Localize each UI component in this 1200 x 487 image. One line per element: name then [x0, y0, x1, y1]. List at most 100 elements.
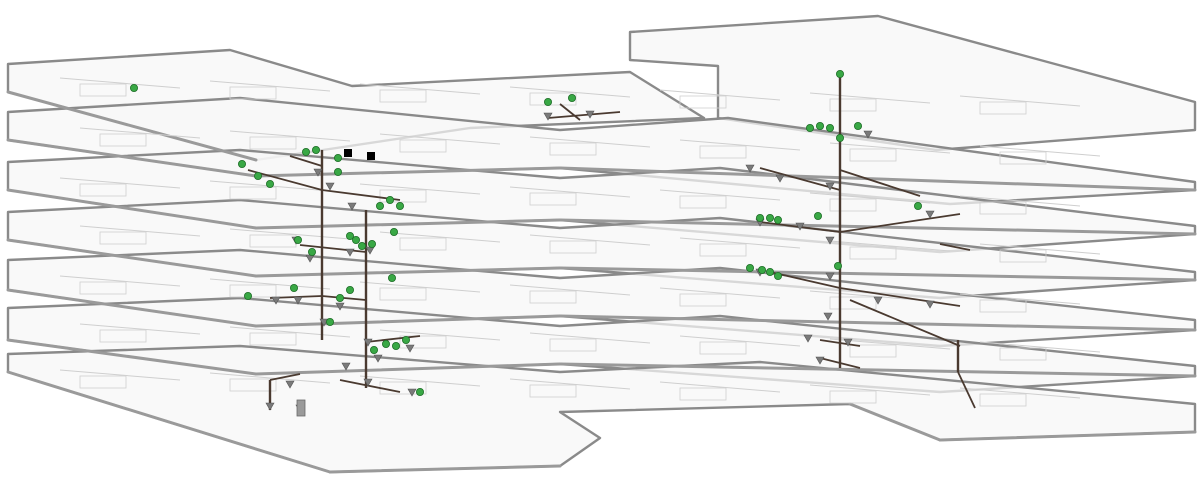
branch-pipe-3 — [289, 155, 323, 167]
slab-edge-11 — [254, 314, 562, 328]
branch-pipe-20 — [939, 243, 971, 251]
branch-pipe-17 — [339, 379, 401, 393]
plan-room — [79, 375, 127, 389]
plan-line — [509, 86, 631, 98]
fixture-stub-icon — [925, 210, 935, 219]
slab-edge-12 — [558, 314, 1197, 332]
branch-pipe-5 — [559, 103, 581, 121]
plan-line — [379, 231, 501, 243]
plan-room — [379, 189, 427, 203]
fixture-stub-icon — [373, 354, 383, 363]
plan-line — [829, 142, 951, 154]
fixture-node-icon — [357, 241, 366, 250]
slab-edge-7 — [6, 188, 258, 230]
fixture-node-icon — [544, 98, 553, 107]
plan-line — [209, 278, 331, 290]
plan-room — [249, 136, 297, 150]
branch-pipe-7 — [839, 169, 921, 197]
plan-line — [229, 130, 351, 142]
plan-line — [79, 323, 201, 335]
plan-room — [79, 281, 127, 295]
fixture-node-icon — [806, 124, 815, 133]
plan-line — [59, 77, 181, 89]
tank-icon — [296, 399, 306, 417]
fixture-node-icon — [568, 94, 577, 103]
fixture-node-icon — [385, 195, 394, 204]
markers — [344, 149, 375, 160]
fixture-stub-icon — [341, 362, 351, 371]
plan-room — [549, 338, 597, 352]
fixture-stub-icon — [873, 296, 883, 305]
plan-room — [529, 92, 577, 106]
plan-line — [529, 136, 651, 148]
fixture-stub-icon — [795, 222, 805, 231]
fixture-node-icon — [301, 147, 310, 156]
plan-line — [959, 195, 1081, 207]
plan-room — [699, 145, 747, 159]
plan-line — [679, 335, 801, 347]
fixture-stub-icon — [405, 344, 415, 353]
slab-edge-19 — [848, 402, 942, 442]
slab-edge-1 — [6, 90, 258, 162]
fixture-node-icon — [345, 285, 354, 294]
fixture-stub-icon — [293, 296, 303, 305]
fixture-node-icon — [836, 70, 845, 79]
fixture-stubs — [265, 110, 935, 417]
plan-line — [979, 145, 1101, 157]
fixture-node-icon — [311, 145, 320, 154]
branch-pipe-15 — [321, 295, 367, 301]
plan-room — [679, 293, 727, 307]
black-square-marker-icon — [367, 152, 375, 160]
plan-room — [829, 296, 877, 310]
fixture-node-icon — [265, 179, 274, 188]
fixture-node-icon — [415, 387, 424, 396]
plan-room — [379, 287, 427, 301]
plan-line — [809, 92, 931, 104]
fixture-node-icon — [375, 201, 384, 210]
fixture-stub-icon — [815, 356, 825, 365]
plan-line — [659, 287, 781, 299]
fixture-stub-icon — [325, 182, 335, 191]
slab-edge-16 — [6, 338, 258, 376]
fixture-node-icon — [351, 235, 360, 244]
fixture-node-icon — [756, 213, 765, 222]
fixture-node-icon — [381, 339, 390, 348]
plan-room — [399, 335, 447, 349]
branch-pipe-21 — [819, 357, 861, 369]
plan-room — [999, 151, 1047, 165]
plan-room — [979, 299, 1027, 313]
plan-line — [79, 225, 201, 237]
plan-room — [999, 347, 1047, 361]
plan-room — [249, 332, 297, 346]
plan-line — [979, 341, 1101, 353]
plan-room — [979, 393, 1027, 407]
plan-room — [399, 139, 447, 153]
fixture-node-icon — [369, 345, 378, 354]
slab-edge-20 — [938, 430, 1197, 442]
plan-line — [359, 375, 481, 387]
branch-pipe-6 — [759, 167, 841, 191]
fixture-node-icon — [325, 317, 334, 326]
plan-room — [679, 195, 727, 209]
slab-edge-15 — [558, 362, 1197, 378]
plan-line — [209, 80, 331, 92]
slab-edge-2 — [254, 166, 562, 178]
plan-line — [509, 186, 631, 198]
fixture-node-icon — [293, 235, 302, 244]
fixture-node-icon — [387, 273, 396, 282]
plan-room — [549, 240, 597, 254]
fixture-node-icon — [774, 271, 783, 280]
fixture-stub-icon — [407, 388, 417, 397]
plan-line — [679, 237, 801, 249]
fixture-node-icon — [395, 201, 404, 210]
plan-room — [849, 344, 897, 358]
plan-room — [979, 201, 1027, 215]
fixture-stub-icon — [543, 112, 553, 121]
fixture-stub-icon — [925, 300, 935, 309]
plan-room — [829, 198, 877, 212]
slab-edge-8 — [254, 266, 562, 278]
plan-line — [379, 133, 501, 145]
fixture-node-icon — [333, 153, 342, 162]
plan-room — [79, 83, 127, 97]
